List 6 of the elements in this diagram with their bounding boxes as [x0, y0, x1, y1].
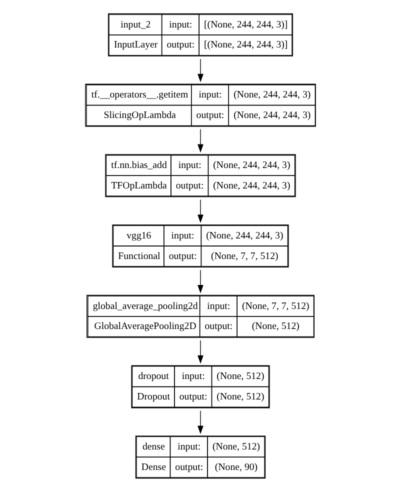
- arrow: [197, 410, 203, 434]
- arrow: [197, 270, 203, 294]
- arrow: [197, 340, 203, 364]
- arrow: [197, 199, 203, 224]
- arrow: [197, 128, 203, 153]
- arrow: [197, 58, 203, 82]
